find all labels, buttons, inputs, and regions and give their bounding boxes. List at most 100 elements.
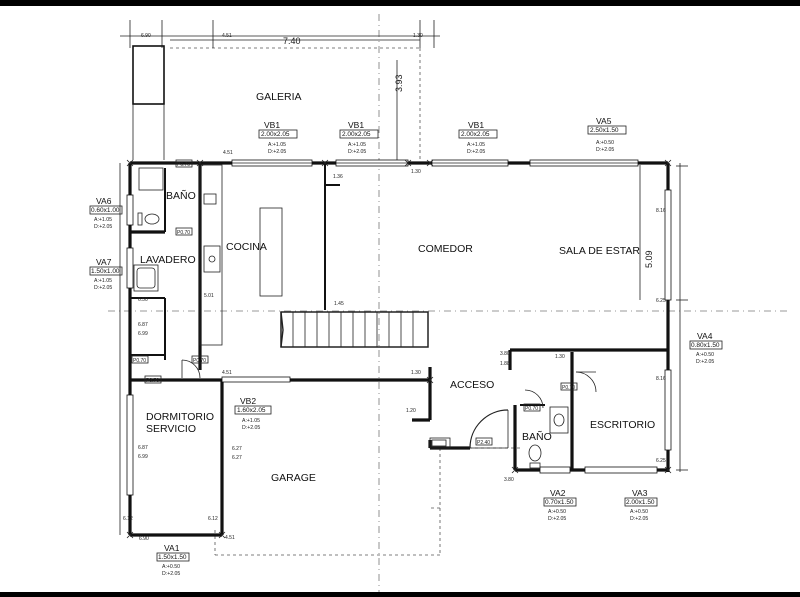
galeria-width-dimension: 7.40 (283, 36, 301, 46)
window-tag-d: D:+2.05 (348, 149, 366, 155)
dim-label: 3.80 (500, 351, 510, 357)
window-tag-a: A:+1.05 (467, 142, 485, 148)
window-tag-size: 2.00x2.05 (342, 131, 371, 138)
window-tag-d: D:+2.05 (94, 224, 112, 230)
window-tag-name: VA5 (596, 116, 612, 126)
window-tag-d: D:+2.05 (242, 425, 260, 431)
misc-dimensions: 4.51 4.51 1.36 1.45 1.30 1.30 3.80 1.88 … (222, 150, 565, 483)
room-label-galeria: GALERIA (256, 91, 302, 103)
door-tag: P2.40 (477, 440, 490, 446)
bathroom-1-fixtures (137, 167, 164, 226)
window-tag-name: VB1 (348, 120, 364, 130)
dim-label: 4.51 (222, 370, 232, 376)
dim-label: 6.27 (232, 446, 242, 452)
bathroom-2-fixtures (528, 406, 569, 469)
door-tags: P0.70 P0.70 P0.70 P0.70 P0.76 P2.40 P0.7… (131, 159, 578, 446)
dim-label: 3.80 (504, 477, 514, 483)
galeria-pillar (132, 45, 165, 160)
dim-label: 8.16 (656, 208, 666, 214)
room-label-escritorio: ESCRITORIO (590, 419, 655, 431)
window-tag-d: D:+2.05 (162, 571, 180, 577)
window-tag-d: D:+2.05 (596, 147, 614, 153)
room-label-sala-de-estar: SALA DE ESTAR (559, 245, 640, 257)
room-label-acceso: ACCESO (450, 379, 494, 391)
tick-marks (126, 159, 672, 539)
room-labels: GALERIA BAÑO COCINA LAVADERO COMEDOR SAL… (140, 91, 655, 484)
window-tag-name: VB1 (468, 120, 484, 130)
dim-label: 1.45 (334, 301, 344, 307)
room-label-lavadero: LAVADERO (140, 254, 196, 266)
door-tag: P0.70 (193, 358, 206, 364)
dim-label: 6.27 (232, 455, 242, 461)
dim-label: 6.12 (123, 516, 133, 522)
entry-steps (429, 437, 451, 449)
window-tag-name: VA3 (632, 488, 648, 498)
dim-label: 5.01 (204, 293, 214, 299)
window-tag-name: VA7 (96, 257, 112, 267)
dim-label: 8.16 (656, 376, 666, 382)
kitchen-fixtures (199, 164, 283, 346)
staircase (280, 311, 429, 348)
window-tag-size: 2.00x1.50 (626, 499, 655, 506)
window-tag-d: D:+2.05 (268, 149, 286, 155)
dim-label: 6.90 (139, 536, 149, 542)
dim-label: 6.87 (138, 445, 148, 451)
window-tag-a: A:+1.05 (268, 142, 286, 148)
sala-depth-dimension: 5.09 (644, 250, 654, 268)
window-tag-name: VA6 (96, 196, 112, 206)
window-tag-a: A:+1.05 (94, 217, 112, 223)
dim-label: 1.30 (413, 33, 423, 39)
right-dimensions: 5.09 8.16 6.25 8.16 6.25 (644, 163, 688, 472)
dim-label: 6.90 (141, 33, 151, 39)
left-dimensions: 6.87 6.99 6.87 6.99 6.50 5.01 6.27 6.27 … (119, 163, 242, 542)
door-tag: P0.76 (146, 378, 159, 384)
window-tag-a: A:+1.05 (94, 278, 112, 284)
dim-label: 4.51 (225, 535, 235, 541)
room-label-bano-2: BAÑO (522, 430, 552, 443)
dim-label: 1.36 (333, 174, 343, 180)
laundry-sink (133, 264, 159, 292)
window-tag-a: A:+1.05 (242, 418, 260, 424)
dim-label: 6.25 (656, 298, 666, 304)
window-tag-d: D:+2.05 (94, 285, 112, 291)
dim-label: 1.20 (406, 408, 416, 414)
door-tag: P0.70 (562, 385, 575, 391)
dim-label: 6.50 (138, 297, 148, 303)
window-tag-a: A:+1.05 (348, 142, 366, 148)
window-tag-a: A:+0.50 (548, 509, 566, 515)
door-tag: P0.70 (177, 162, 190, 168)
room-label-garage: GARAGE (271, 472, 316, 484)
dim-label: 1.30 (411, 169, 421, 175)
window-tag-d: D:+2.05 (467, 149, 485, 155)
window-openings (126, 159, 672, 496)
window-tag-name: VA1 (164, 543, 180, 553)
window-tag-size: 1.50x1.50 (158, 554, 187, 561)
window-tag-a: A:+0.50 (596, 140, 614, 146)
door-tag: P0.70 (525, 406, 538, 412)
dim-label: 4.51 (223, 150, 233, 156)
dim-label: 1.30 (555, 354, 565, 360)
window-tag-size: 2.00x2.05 (461, 131, 490, 138)
room-label-comedor: COMEDOR (418, 243, 473, 255)
window-tag-name: VB1 (264, 120, 280, 130)
dim-label: 1.30 (411, 370, 421, 376)
window-tag-a: A:+0.50 (696, 352, 714, 358)
room-label-dormitorio: DORMITORIO (146, 411, 214, 423)
top-dimensions: 7.40 3.93 6.90 4.51 1.30 (120, 20, 440, 160)
window-tag-d: D:+2.05 (630, 516, 648, 522)
window-tag-name: VA4 (697, 331, 713, 341)
window-tag-a: A:+0.50 (630, 509, 648, 515)
window-tag-size: 1.60x2.05 (237, 407, 266, 414)
door-tag: P0.70 (133, 358, 146, 364)
window-tag-name: VB2 (240, 396, 256, 406)
dim-label: 6.25 (656, 458, 666, 464)
window-tag-size: 1.50x1.00 (91, 268, 120, 275)
dim-label: 6.99 (138, 331, 148, 337)
dim-label: 6.99 (138, 454, 148, 460)
dim-label: 1.88 (500, 361, 510, 367)
dim-label: 6.87 (138, 322, 148, 328)
window-tag-name: VA2 (550, 488, 566, 498)
window-tags: VB1 2.00x2.05 A:+1.05 D:+2.05 VB1 2.00x2… (89, 116, 723, 577)
window-tag-size: 2.00x2.05 (261, 131, 290, 138)
